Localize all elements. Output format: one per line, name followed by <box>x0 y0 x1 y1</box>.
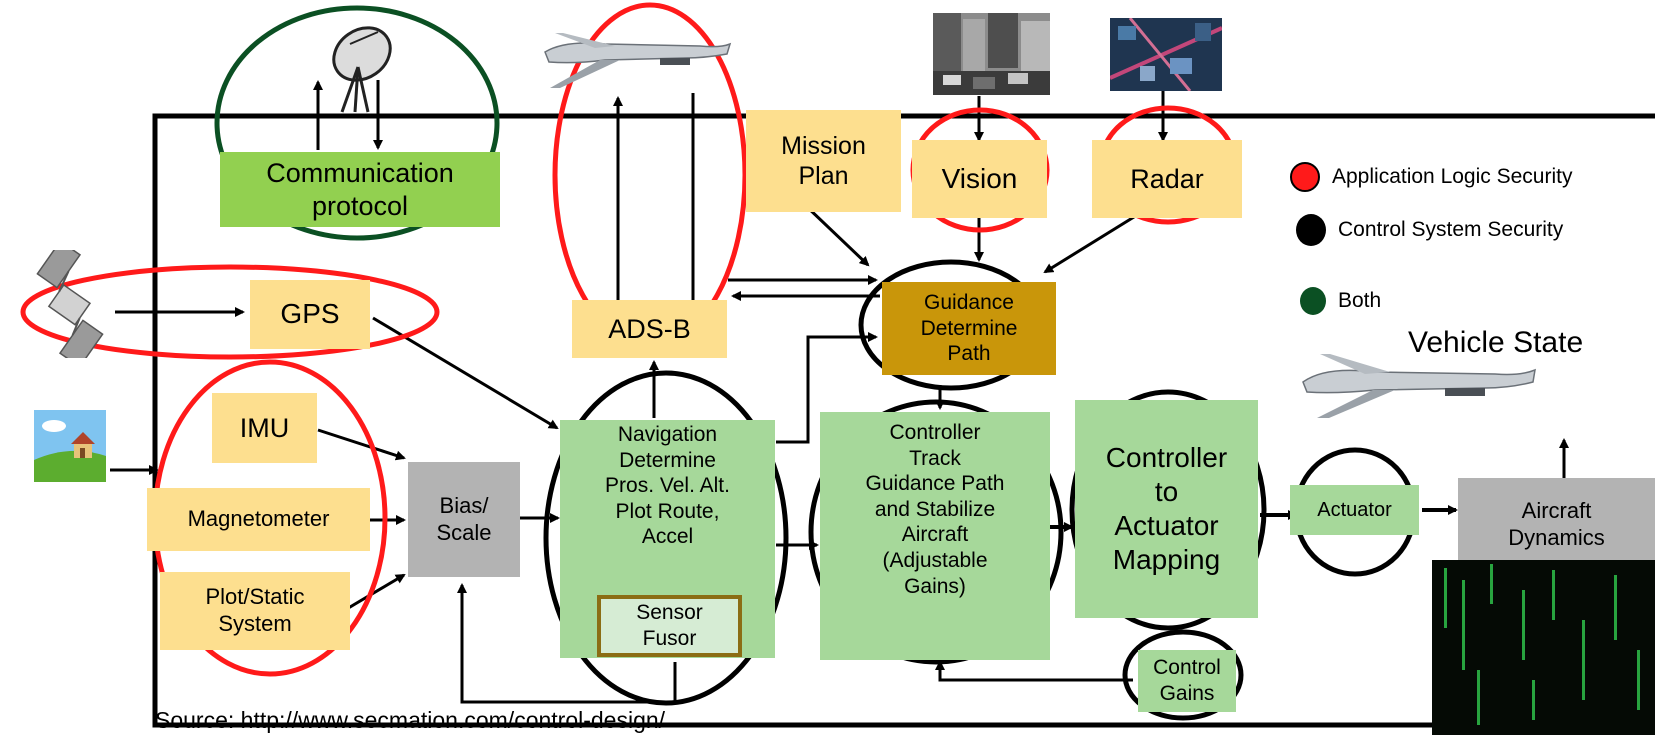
legend-application-logic: Application Logic Security <box>1290 162 1572 192</box>
both-security-ellipse-comm <box>214 5 500 241</box>
vehicle-state-label: Vehicle State <box>1408 326 1584 359</box>
gps-box: GPS <box>250 280 370 349</box>
arrow-imu-bias <box>317 428 406 461</box>
controller-track-box: Controller Track Guidance Path and Stabi… <box>820 412 1050 660</box>
controller-mapping-box: Controller to Actuator Mapping <box>1075 400 1258 618</box>
aircraft-dynamics-box: Aircraft Dynamics <box>1458 478 1655 571</box>
arrow-mission-guidance <box>803 203 870 267</box>
imu-box: IMU <box>212 393 317 463</box>
communication-protocol-box: Communication protocol <box>220 152 500 227</box>
arrow-pitot-bias <box>344 573 406 612</box>
magnetometer-box: Magnetometer <box>147 488 370 551</box>
legend-both-label: Both <box>1338 289 1382 312</box>
controller-track-label: Controller Track Guidance Path and Stabi… <box>865 421 1005 598</box>
control-ellipse-navigation <box>543 370 789 706</box>
arrow-radar-guidance <box>1043 210 1143 274</box>
satellite-icon <box>36 250 104 358</box>
navigation-label: Navigation Determine Pros. Vel. Alt. Plo… <box>605 423 730 549</box>
app-security-ellipse-gps <box>20 264 440 360</box>
bias-scale-box: Bias/ Scale <box>408 462 520 577</box>
legend-application-logic-label: Application Logic Security <box>1332 165 1573 188</box>
vision-box: Vision <box>912 140 1047 218</box>
landscape-icon <box>34 410 106 482</box>
legend-both: Both <box>1300 287 1381 315</box>
satellite-dish-icon <box>332 26 392 113</box>
arrow-gps-navigation <box>372 316 559 430</box>
drone-icon <box>544 33 732 88</box>
source-note: Source: http://www.secmation.com/control… <box>155 707 666 733</box>
radar-box: Radar <box>1092 140 1242 218</box>
aerial-city-photo <box>1110 18 1222 91</box>
legend-control-system-label: Control System Security <box>1338 218 1564 241</box>
mission-plan-box: Mission Plan <box>746 110 901 212</box>
pitot-static-box: Plot/Static System <box>160 572 350 650</box>
arrow-navigation-guidance <box>776 332 878 444</box>
system-boundary <box>152 113 1655 728</box>
control-ellipse-gains <box>1122 629 1244 721</box>
actuator-box: Actuator <box>1290 485 1419 535</box>
legend-control-system: Control System Security <box>1296 214 1563 246</box>
code-screen-photo <box>1432 560 1655 735</box>
control-ellipse-mapping <box>1069 389 1267 631</box>
ads-b-box: ADS-B <box>572 300 727 358</box>
legend-red-dot-icon <box>1290 162 1320 192</box>
legend-black-dot-icon <box>1296 214 1326 246</box>
control-ellipse-controller <box>808 399 1064 665</box>
city-street-photo <box>933 13 1050 95</box>
arrow-gains-controller <box>935 660 1133 682</box>
legend-green-dot-icon <box>1300 287 1326 315</box>
guidance-box: Guidance Determine Path <box>882 282 1056 375</box>
drone-icon <box>1302 354 1536 418</box>
sensor-fusor-box: Sensor Fusor <box>597 595 742 657</box>
control-gains-box: Control Gains <box>1138 650 1236 712</box>
arrow-fusor-bias <box>457 583 677 704</box>
